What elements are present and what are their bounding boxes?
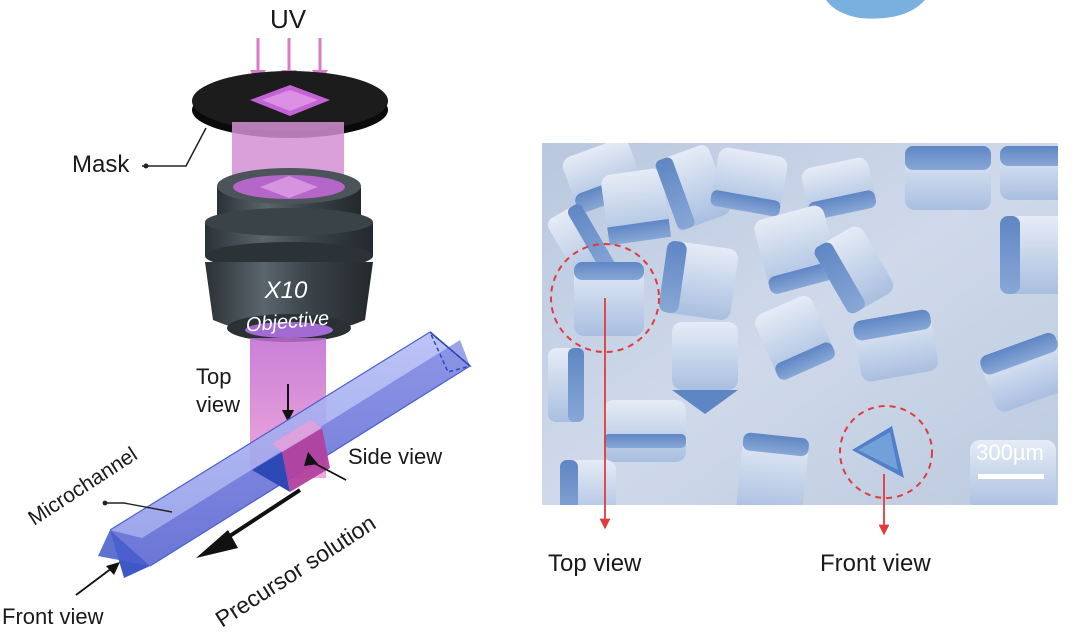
particle — [905, 146, 991, 210]
scale-bar-label: 300µm — [976, 440, 1044, 465]
particle — [672, 322, 738, 414]
mask-leader-line — [142, 127, 207, 167]
particle — [1000, 216, 1058, 294]
side-view-pointer — [311, 461, 347, 481]
front-view-marker-circle — [839, 405, 933, 499]
particle — [655, 145, 730, 230]
mask-disk — [192, 71, 388, 138]
uv-label: UV — [270, 4, 307, 34]
front-view-label-left: Front view — [2, 604, 104, 629]
microchannel-leader-line — [106, 502, 173, 513]
scale-bar — [978, 474, 1044, 479]
micrograph-panel: 300µm — [542, 143, 1058, 536]
particle — [574, 262, 644, 336]
particle — [604, 400, 686, 462]
front-view-arrow-left — [75, 567, 113, 596]
objective-magnification: X10 — [264, 277, 308, 304]
objective-lens — [205, 168, 373, 342]
front-view-arrowhead-left — [106, 562, 120, 575]
precursor-label: Precursor solution — [211, 509, 381, 632]
microchannel-leader-dot — [102, 500, 108, 506]
flow-arrowhead — [196, 530, 238, 558]
micrograph-particles — [547, 143, 1058, 505]
top-view-label-line1: Top — [196, 364, 231, 389]
channel-cross-section — [252, 452, 290, 492]
top-view-arrowhead — [282, 410, 294, 422]
particle — [801, 157, 877, 220]
channel-far-end — [429, 331, 472, 373]
particle — [710, 147, 788, 217]
particle — [736, 432, 809, 505]
particle — [970, 440, 1056, 505]
partial-particle-top — [826, 0, 925, 19]
particle — [980, 332, 1058, 412]
side-view-arrowhead — [304, 452, 318, 466]
mask-label: Mask — [72, 151, 130, 178]
microchannel-label: Microchannel — [24, 443, 141, 530]
particle — [853, 309, 938, 382]
particle — [754, 205, 840, 294]
particle — [814, 226, 894, 314]
top-view-label-micrograph: Top view — [548, 550, 642, 577]
particle — [601, 168, 672, 246]
setup-schematic: UV Mask — [2, 4, 472, 632]
particle — [755, 295, 835, 380]
top-view-marker-circle — [550, 243, 660, 353]
particle — [560, 460, 616, 505]
mask-leader-dot — [143, 163, 149, 169]
front-view-label-micrograph: Front view — [820, 550, 931, 577]
particle — [1000, 146, 1058, 200]
particle — [548, 348, 584, 422]
particle — [659, 241, 739, 321]
side-view-label: Side view — [348, 444, 442, 469]
top-view-label-line2: view — [196, 392, 240, 417]
